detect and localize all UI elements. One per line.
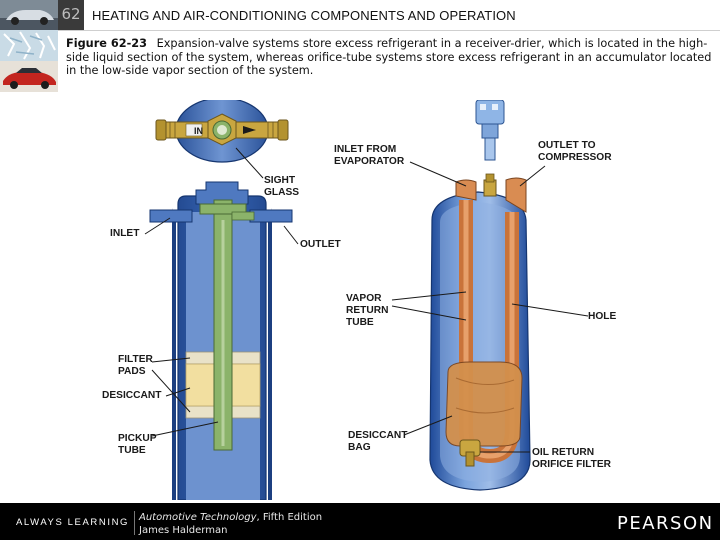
- header-divider: [58, 30, 720, 31]
- book-title-text: Automotive Technology: [139, 512, 257, 523]
- label-desiccant: DESICCANT: [102, 390, 162, 401]
- publisher-logo: PEARSON: [617, 513, 714, 534]
- accumulator-cutaway: [429, 173, 531, 491]
- receiver-drier-cutaway: [149, 181, 293, 500]
- receiver-drier-accumulator-illustration: IN: [144, 100, 589, 500]
- figure-label: Figure 62-23: [66, 37, 148, 50]
- receiver-drier-top-view: [155, 100, 289, 163]
- chapter-number: 62: [58, 0, 84, 30]
- label-pickup-tube: PICKUP TUBE: [118, 433, 157, 456]
- diagram-area: IN SIGHT GLASS INLET OUTLET FILTER PADS …: [0, 100, 720, 500]
- label-desiccant-bag: DESICCANT BAG: [348, 430, 408, 453]
- label-sight-glass: SIGHT GLASS: [264, 175, 300, 198]
- pressure-switch: [475, 100, 505, 161]
- label-hole: HOLE: [588, 311, 617, 322]
- label-inlet-from-evaporator: INLET FROM EVAPORATOR: [334, 144, 405, 167]
- chapter-title: HEATING AND AIR-CONDITIONING COMPONENTS …: [92, 8, 516, 23]
- header-thumbnails: [0, 0, 58, 92]
- label-outlet-to-compressor: OUTLET TO COMPRESSOR: [538, 140, 612, 163]
- in-marking: IN: [194, 126, 203, 136]
- thumbnail-ice-image: [0, 30, 58, 61]
- footer-divider: [134, 511, 135, 535]
- thumbnail-red-car-image: [0, 61, 58, 92]
- footer-author: James Halderman: [139, 525, 228, 536]
- label-filter-pads: FILTER PADS: [118, 354, 153, 377]
- label-vapor-return-tube: VAPOR RETURN TUBE: [346, 293, 389, 328]
- thumbnail-car-image: [0, 0, 58, 30]
- book-edition-text: , Fifth Edition: [256, 512, 323, 523]
- label-oil-return-orifice-filter: OIL RETURN ORIFICE FILTER: [532, 447, 612, 470]
- label-inlet: INLET: [110, 228, 140, 239]
- figure-caption-text: Expansion-valve systems store excess ref…: [66, 37, 712, 78]
- leader-lines: [144, 147, 589, 453]
- footer-bar: ALWAYS LEARNING Automotive Technology, F…: [0, 503, 720, 540]
- figure-caption: Figure 62-23 Expansion-valve systems sto…: [66, 37, 714, 78]
- footer-book-title: Automotive Technology, Fifth Edition: [139, 512, 322, 523]
- label-outlet: OUTLET: [300, 239, 341, 250]
- footer-tagline: ALWAYS LEARNING: [16, 517, 130, 528]
- header-band: [0, 0, 720, 32]
